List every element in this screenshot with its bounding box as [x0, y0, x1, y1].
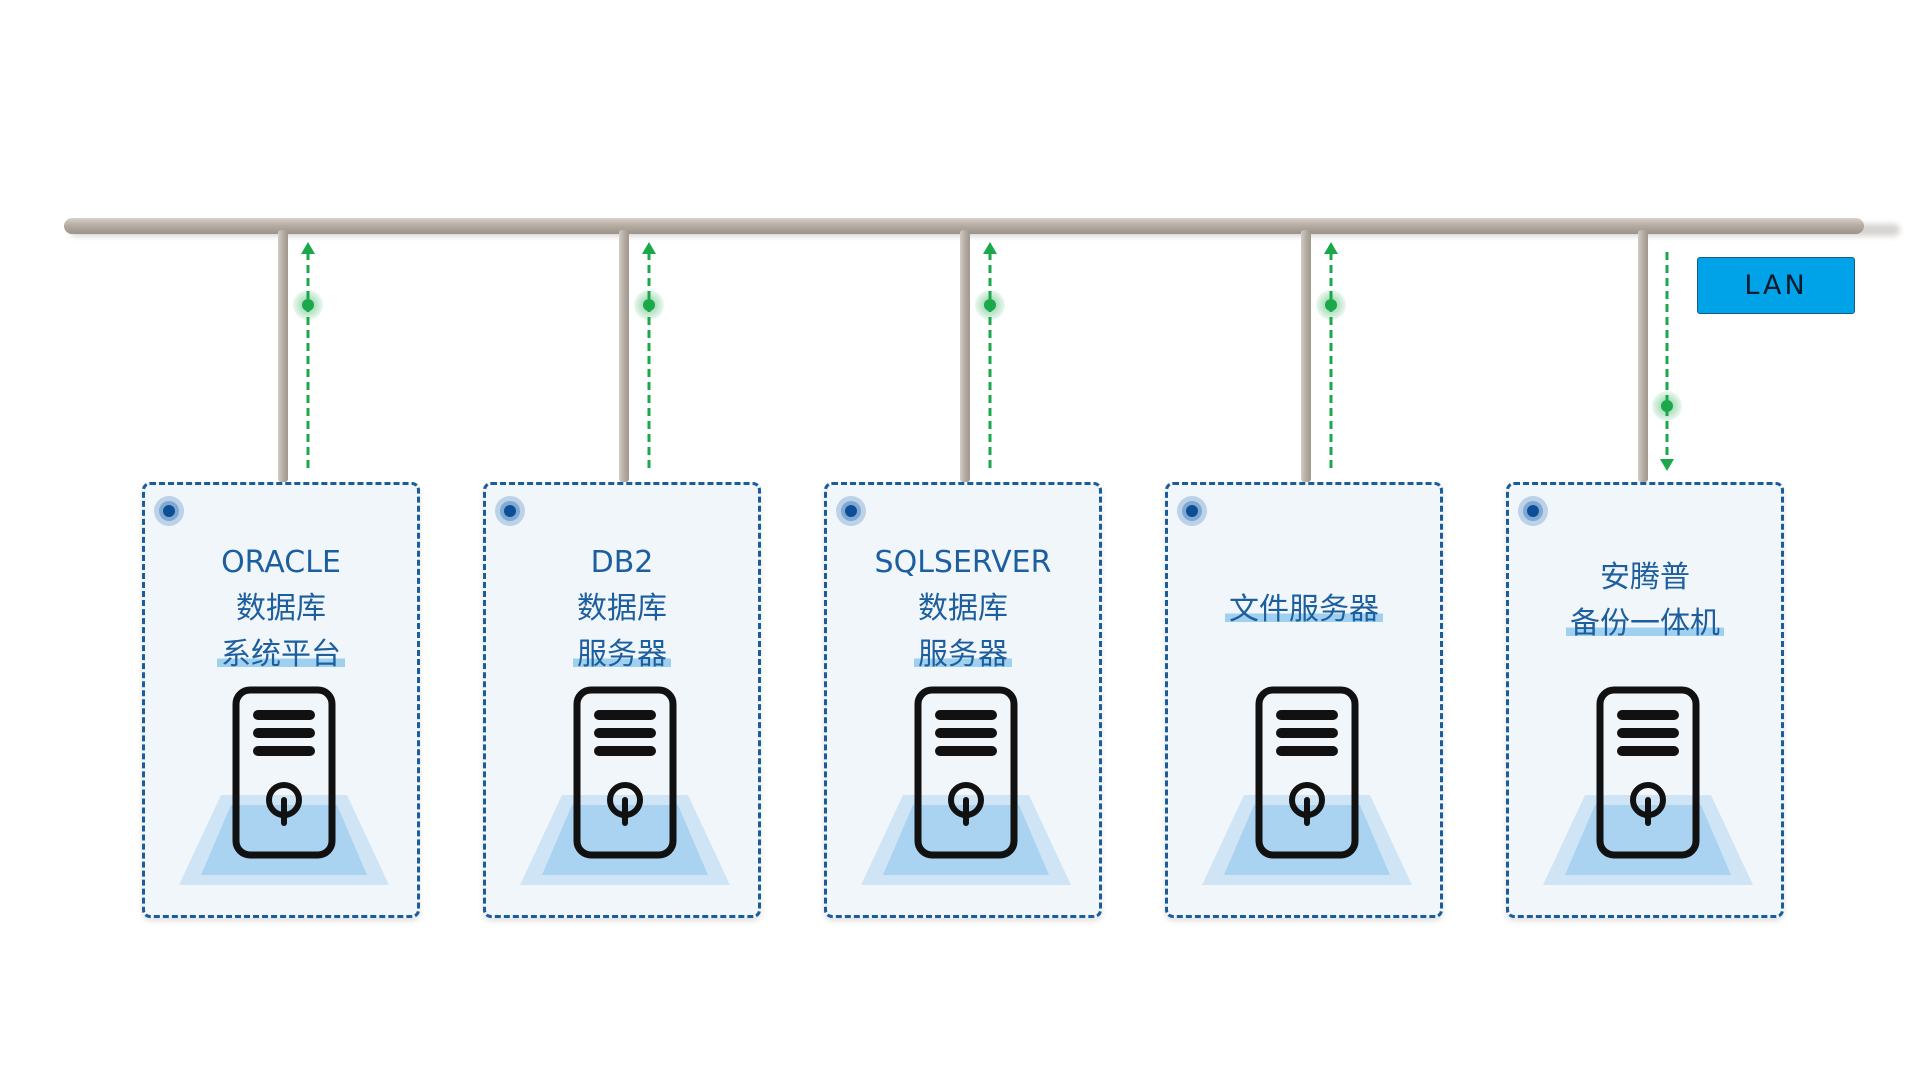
- label-line: SQLSERVER: [827, 540, 1099, 586]
- label-line: 数据库: [145, 586, 417, 632]
- label-line: DB2: [486, 540, 758, 586]
- server-node-fileserver: 文件服务器: [1165, 482, 1443, 918]
- server-icon: [861, 686, 1071, 885]
- status-dot-icon: [1177, 496, 1207, 526]
- lan-drop-fileserver: [1301, 230, 1311, 482]
- status-dot-icon: [495, 496, 525, 526]
- flow-arrow-fileserver-up: [1316, 242, 1346, 468]
- server-node-label: DB2 数据库服务器: [486, 540, 758, 678]
- server-icon: [1202, 686, 1412, 885]
- server-icon: [520, 686, 730, 885]
- label-text: 数据库: [236, 591, 326, 626]
- server-icon: [179, 686, 389, 885]
- lan-bus: [64, 218, 1864, 234]
- label-text: 文件服务器: [1225, 592, 1383, 627]
- label-line: 备份一体机: [1509, 601, 1781, 647]
- flow-arrow-backup-down: [1652, 252, 1682, 471]
- label-text: SQLSERVER: [874, 545, 1052, 580]
- lan-drop-backup: [1638, 230, 1648, 482]
- label-line: 服务器: [827, 632, 1099, 678]
- label-text: 安腾普: [1600, 560, 1690, 595]
- server-node-label: ORACLE 数据库系统平台: [145, 540, 417, 678]
- status-dot-icon: [154, 496, 184, 526]
- server-node-label: 文件服务器: [1168, 587, 1440, 633]
- label-text: ORACLE: [221, 545, 341, 580]
- server-node-label: SQLSERVER 数据库服务器: [827, 540, 1099, 678]
- label-text: DB2: [590, 545, 654, 580]
- label-text: 备份一体机: [1566, 606, 1724, 641]
- label-line: 文件服务器: [1168, 587, 1440, 633]
- label-text: 服务器: [914, 637, 1012, 672]
- label-line: 数据库: [827, 586, 1099, 632]
- flow-arrow-db2-up: [634, 242, 664, 468]
- lan-drop-sqlserver: [960, 230, 970, 482]
- label-text: 系统平台: [217, 637, 345, 672]
- label-line: 安腾普: [1509, 555, 1781, 601]
- server-icon: [1543, 686, 1753, 885]
- lan-drop-oracle: [278, 230, 288, 482]
- label-line: 系统平台: [145, 632, 417, 678]
- server-node-sqlserver: SQLSERVER 数据库服务器: [824, 482, 1102, 918]
- flow-arrow-sqlserver-up: [975, 242, 1005, 468]
- label-text: 数据库: [577, 591, 667, 626]
- lan-drop-db2: [619, 230, 629, 482]
- label-line: 服务器: [486, 632, 758, 678]
- server-node-backup: 安腾普备份一体机: [1506, 482, 1784, 918]
- server-node-oracle: ORACLE 数据库系统平台: [142, 482, 420, 918]
- label-text: 服务器: [573, 637, 671, 672]
- status-dot-icon: [1518, 496, 1548, 526]
- label-line: 数据库: [486, 586, 758, 632]
- server-node-label: 安腾普备份一体机: [1509, 555, 1781, 647]
- server-node-db2: DB2 数据库服务器: [483, 482, 761, 918]
- lan-label-badge: LAN: [1697, 257, 1855, 314]
- label-line: ORACLE: [145, 540, 417, 586]
- status-dot-icon: [836, 496, 866, 526]
- flow-arrow-oracle-up: [293, 242, 323, 468]
- label-text: 数据库: [918, 591, 1008, 626]
